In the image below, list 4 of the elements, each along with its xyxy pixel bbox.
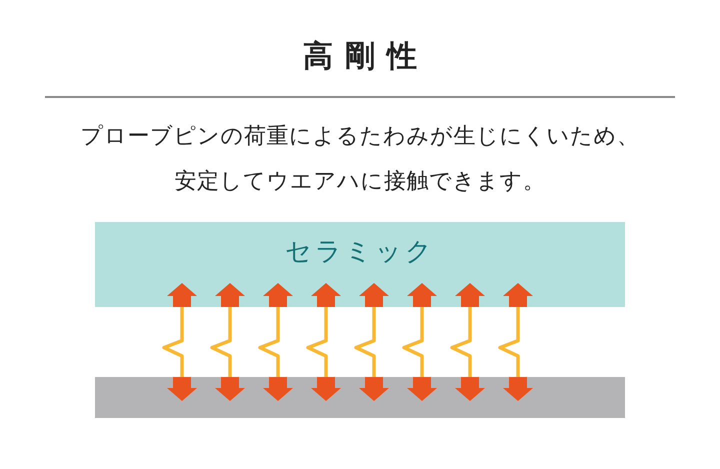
band-label: セラミック: [284, 236, 436, 268]
description-text: プローブピンの荷重によるたわみが生じにくいため、安定してウエアハに接触できます。: [80, 123, 640, 196]
title: 高剛性: [302, 38, 430, 76]
ceramic-band: [95, 222, 625, 307]
